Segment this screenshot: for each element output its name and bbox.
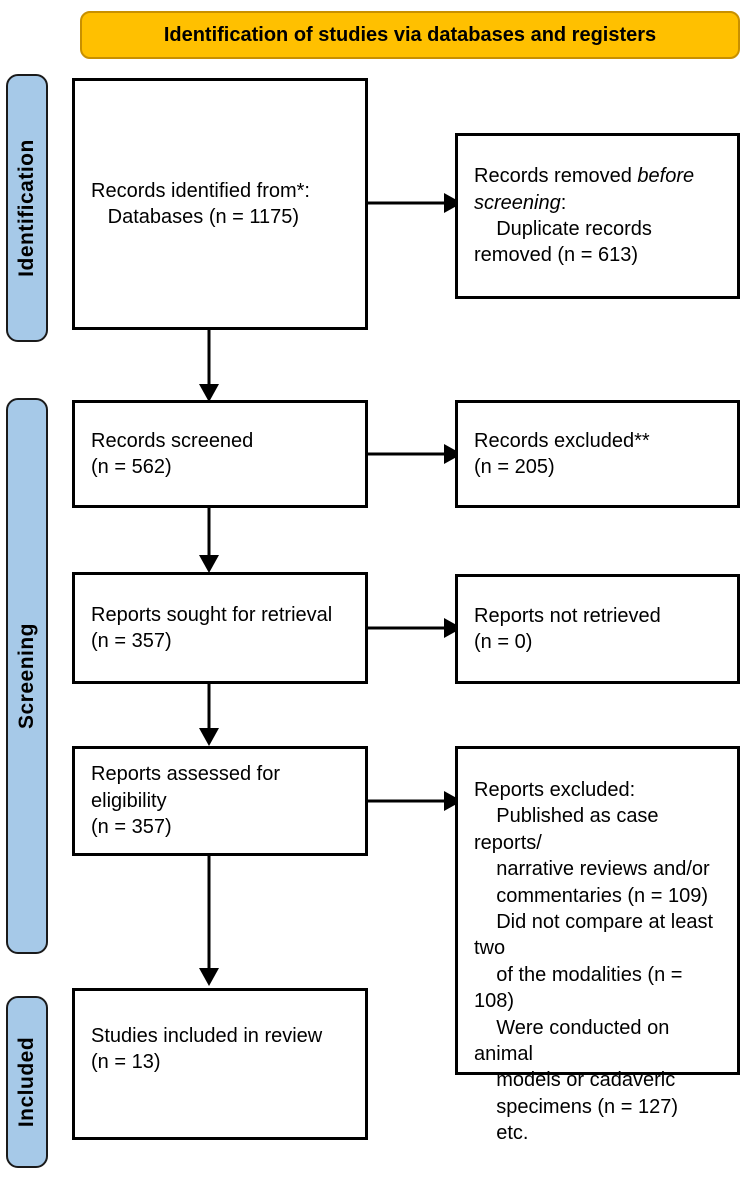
records-removed-line2: screening:: [474, 191, 567, 214]
stage-tab-identification-label: Identification: [15, 139, 39, 277]
arrow-assessed-to-excluded: [366, 788, 462, 814]
reports-assessed-line2: (n = 357): [91, 816, 172, 839]
phase-banner-title: Identification of studies via databases …: [163, 23, 657, 46]
box-records-excluded: Records excluded** (n = 205): [455, 400, 740, 508]
box-reports-excluded-reasons: Reports excluded: Published as case repo…: [455, 746, 740, 1144]
reports-not-retrieved-line1: Reports not retrieved: [474, 604, 661, 627]
stage-tab-included: Included: [6, 996, 48, 1168]
arrow-assessed-to-included: [196, 856, 222, 986]
box-studies-included-in-review: Studies included in review (n = 13): [72, 988, 368, 1140]
records-screened-line2: (n = 562): [91, 456, 172, 478]
arrow-identified-to-removed: [366, 190, 462, 216]
reports-excluded-body: Reports excluded: Published as case repo…: [474, 779, 714, 1145]
reports-assessed-line1: Reports assessed for eligibility: [91, 763, 286, 812]
box-reports-not-retrieved: Reports not retrieved (n = 0): [455, 574, 740, 684]
stage-tab-identification: Identification: [6, 74, 48, 342]
arrow-sought-to-not-retrieved: [366, 615, 462, 641]
box-reports-sought-for-retrieval: Reports sought for retrieval (n = 357): [72, 572, 368, 684]
box-reports-assessed-for-eligibility: Reports assessed for eligibility (n = 35…: [72, 746, 368, 856]
studies-included-line1: Studies included in review: [91, 1025, 323, 1047]
arrow-screened-to-excluded: [366, 441, 462, 467]
stage-tab-screening: Screening: [6, 398, 48, 954]
records-excluded-line2: (n = 205): [474, 456, 555, 478]
stage-tab-screening-label: Screening: [15, 622, 39, 730]
phase-banner-identification: Identification of studies via databases …: [80, 11, 740, 59]
reports-not-retrieved-line2: (n = 0): [474, 631, 533, 653]
arrow-sought-to-assessed: [196, 684, 222, 746]
stage-tab-included-label: Included: [15, 1036, 38, 1128]
records-identified-line2: Databases (n = 1175): [91, 206, 300, 228]
box-records-removed-before-screening: Records removed before screening: Duplic…: [455, 133, 740, 299]
arrow-screened-to-sought: [196, 508, 222, 573]
records-excluded-line1: Records excluded**: [474, 429, 650, 452]
records-identified-line1: Records identified from*:: [91, 179, 310, 202]
studies-included-line2: (n = 13): [91, 1051, 161, 1074]
records-removed-line1: Records removed before: [474, 165, 695, 188]
reports-sought-line2: (n = 357): [91, 630, 172, 652]
box-records-identified: Records identified from*: Databases (n =…: [72, 78, 368, 330]
records-screened-line1: Records screened: [91, 429, 254, 452]
arrow-identified-to-screened: [196, 330, 222, 402]
records-removed-line3: Duplicate records removed (n = 613): [474, 218, 658, 267]
box-records-screened: Records screened (n = 562): [72, 400, 368, 508]
reports-sought-line1: Reports sought for retrieval: [91, 603, 333, 626]
